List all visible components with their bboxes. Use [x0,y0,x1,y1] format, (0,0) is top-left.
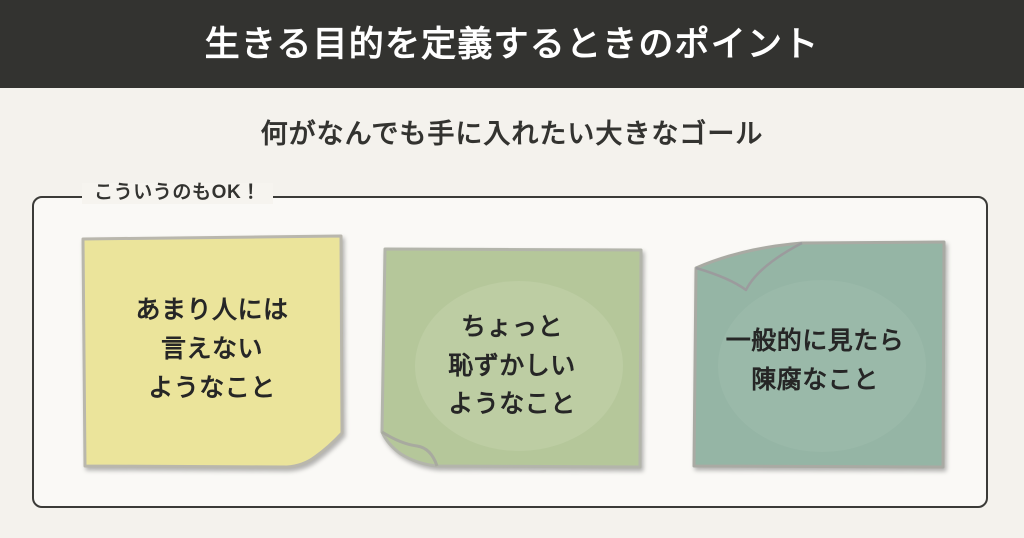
sticky-note-2-icon [380,247,643,469]
sticky-note-1-icon [81,234,344,469]
sticky-note-3: 一般的に見たら 陳腐なこと [682,238,948,470]
sticky-note-2: ちょっと 恥ずかしい ようなこと [379,246,645,470]
sticky-note-3-text: 一般的に見たら 陳腐なこと [725,327,905,394]
page-title: 生きる目的を定義するときのポイント [204,24,820,64]
subtitle-text: 何がなんでも手に入れたい大きなゴール [260,119,764,149]
sticky-note-1-text: あまり人には 言えない ようなこと [135,296,289,402]
header-bar: 生きる目的を定義するときのポイント [0,0,1024,88]
examples-panel: こういうのもOK！ あまり人には 言えない ようなこと [32,182,990,510]
sticky-note-3-shape [682,238,948,470]
sticky-notes-row: あまり人には 言えない ようなこと ちょっと 恥ずかしい ようなこと [34,198,990,510]
sticky-note-2-shape [379,246,645,470]
sticky-note-3-icon [692,240,946,469]
sticky-note-1: あまり人には 言えない ようなこと [79,233,345,470]
sticky-note-1-shape [79,233,345,470]
panel-legend-label: こういうのもOK！ [82,182,273,204]
sticky-note-2-text: ちょっと 恥ずかしい ようなこと [448,312,576,419]
